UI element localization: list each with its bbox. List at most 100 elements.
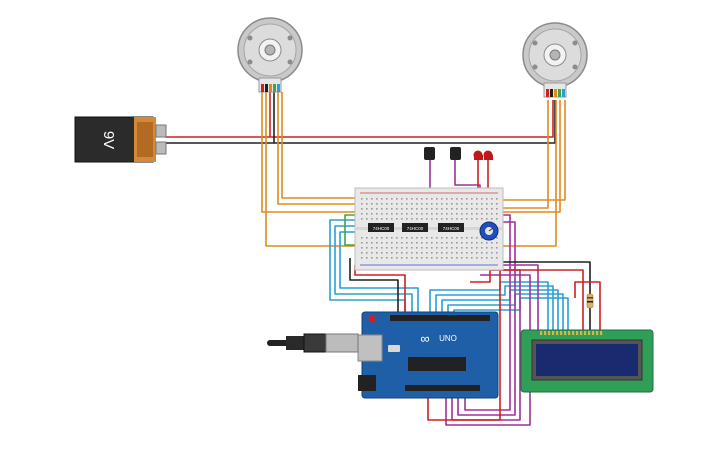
- breadboard-hole: [486, 257, 488, 259]
- breadboard-hole: [461, 252, 463, 254]
- breadboard-hole: [366, 242, 368, 244]
- breadboard-hole: [426, 257, 428, 259]
- breadboard-hole: [446, 242, 448, 244]
- breadboard-hole: [456, 252, 458, 254]
- breadboard-hole: [441, 213, 443, 215]
- breadboard-hole: [436, 218, 438, 220]
- usb-cable: [267, 333, 359, 353]
- breadboard-hole: [451, 257, 453, 259]
- breadboard-hole: [421, 213, 423, 215]
- dc-motor-left: [237, 17, 303, 93]
- breadboard-hole: [431, 242, 433, 244]
- ir-sensors: [424, 147, 461, 160]
- breadboard-hole: [461, 213, 463, 215]
- breadboard-hole: [366, 218, 368, 220]
- breadboard-hole: [376, 203, 378, 205]
- breadboard-hole: [431, 237, 433, 239]
- breadboard-hole: [446, 252, 448, 254]
- breadboard-hole: [491, 247, 493, 249]
- breadboard-hole: [491, 203, 493, 205]
- sensor-2: [450, 147, 461, 160]
- breadboard-hole: [431, 252, 433, 254]
- breadboard-hole: [386, 213, 388, 215]
- breadboard-hole: [391, 242, 393, 244]
- arduino-brand-mark: ∞: [420, 331, 429, 346]
- lcd-pin: [548, 331, 551, 335]
- breadboard-hole: [366, 247, 368, 249]
- breadboard-hole: [371, 203, 373, 205]
- breadboard-hole: [476, 198, 478, 200]
- breadboard-hole: [466, 247, 468, 249]
- breadboard-hole: [456, 208, 458, 210]
- breadboard-hole: [481, 237, 483, 239]
- breadboard-hole: [396, 257, 398, 259]
- breadboard-hole: [381, 203, 383, 205]
- breadboard-hole: [396, 237, 398, 239]
- breadboard-hole: [421, 198, 423, 200]
- breadboard-hole: [391, 218, 393, 220]
- breadboard-hole: [406, 213, 408, 215]
- breadboard-hole: [446, 257, 448, 259]
- breadboard-hole: [401, 198, 403, 200]
- breadboard-hole: [406, 242, 408, 244]
- breadboard-hole: [446, 213, 448, 215]
- wire-purple-4: [457, 221, 516, 416]
- breadboard-hole: [466, 208, 468, 210]
- breadboard-hole: [491, 242, 493, 244]
- lcd-pin: [584, 331, 587, 335]
- breadboard-hole: [391, 198, 393, 200]
- breadboard-hole: [366, 208, 368, 210]
- breadboard-hole: [376, 198, 378, 200]
- wire-orange-4: [281, 92, 355, 199]
- breadboard-hole: [396, 242, 398, 244]
- breadboard-hole: [396, 203, 398, 205]
- breadboard-hole: [371, 257, 373, 259]
- breadboard-hole: [416, 203, 418, 205]
- breadboard-hole: [436, 203, 438, 205]
- wire-orange-5: [500, 100, 549, 209]
- breadboard-hole: [431, 208, 433, 210]
- breadboard-hole: [376, 237, 378, 239]
- red-leds: [473, 150, 493, 160]
- breadboard-hole: [386, 252, 388, 254]
- wire-orange-7: [470, 100, 566, 201]
- lcd-pin: [600, 331, 603, 335]
- breadboard-hole: [421, 257, 423, 259]
- breadboard-hole: [426, 242, 428, 244]
- breadboard-hole: [361, 218, 363, 220]
- breadboard-hole: [441, 198, 443, 200]
- breadboard-hole: [496, 203, 498, 205]
- breadboard-hole: [371, 242, 373, 244]
- breadboard-hole: [376, 257, 378, 259]
- breadboard-hole: [461, 198, 463, 200]
- breadboard-hole: [411, 218, 413, 220]
- breadboard-hole: [371, 237, 373, 239]
- breadboard-hole: [456, 213, 458, 215]
- breadboard-hole: [391, 247, 393, 249]
- breadboard-hole: [426, 203, 428, 205]
- breadboard-hole: [371, 198, 373, 200]
- breadboard-hole: [421, 252, 423, 254]
- breadboard-hole: [406, 237, 408, 239]
- breadboard-hole: [476, 237, 478, 239]
- breadboard-hole: [476, 247, 478, 249]
- lcd-pin: [552, 331, 555, 335]
- breadboard-hole: [411, 237, 413, 239]
- breadboard-hole: [361, 252, 363, 254]
- breadboard-hole: [486, 203, 488, 205]
- lcd-pin: [564, 331, 567, 335]
- breadboard-hole: [401, 213, 403, 215]
- breadboard-hole: [426, 247, 428, 249]
- breadboard-hole: [396, 208, 398, 210]
- breadboard-hole: [451, 218, 453, 220]
- driver-chip-1-label: 74HC00: [373, 226, 390, 231]
- breadboard-hole: [471, 252, 473, 254]
- breadboard-hole: [471, 198, 473, 200]
- breadboard-hole: [406, 198, 408, 200]
- breadboard-hole: [471, 257, 473, 259]
- breadboard-hole: [446, 247, 448, 249]
- driver-chip-2: [402, 223, 428, 232]
- breadboard-hole: [456, 198, 458, 200]
- potentiometer: [479, 221, 499, 241]
- breadboard-hole: [386, 242, 388, 244]
